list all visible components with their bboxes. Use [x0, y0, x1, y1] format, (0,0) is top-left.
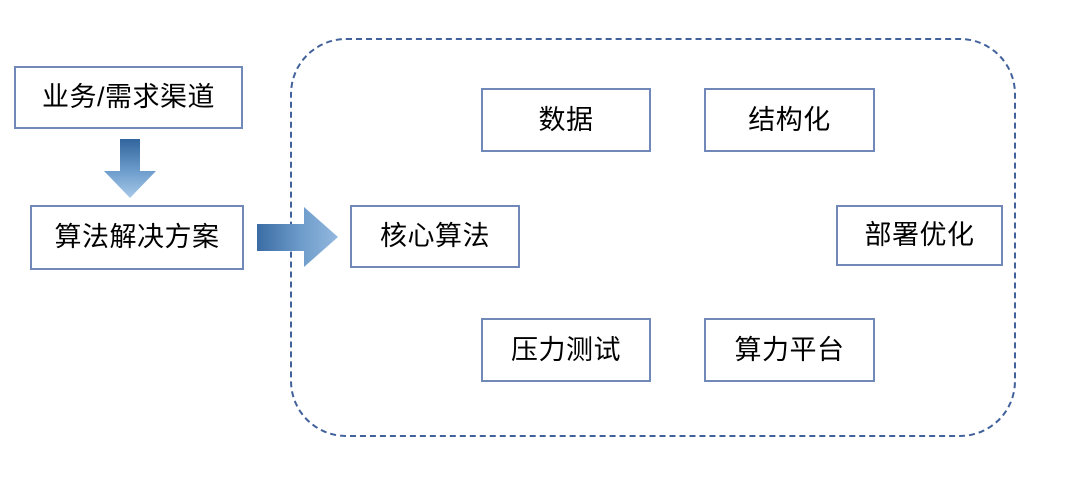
- box-data[interactable]: 数据: [481, 88, 651, 152]
- box-core-algorithm[interactable]: 核心算法: [350, 205, 520, 268]
- box-stress-test[interactable]: 压力测试: [481, 318, 651, 382]
- down-arrow-icon: [102, 139, 158, 199]
- box-structuring[interactable]: 结构化: [704, 88, 875, 152]
- box-algorithm-solution[interactable]: 算法解决方案: [30, 205, 244, 270]
- box-computing-platform[interactable]: 算力平台: [704, 318, 875, 382]
- right-arrow-icon: [257, 206, 339, 269]
- box-deployment-optimization[interactable]: 部署优化: [836, 205, 1003, 266]
- box-business-demand-channel[interactable]: 业务/需求渠道: [14, 66, 243, 129]
